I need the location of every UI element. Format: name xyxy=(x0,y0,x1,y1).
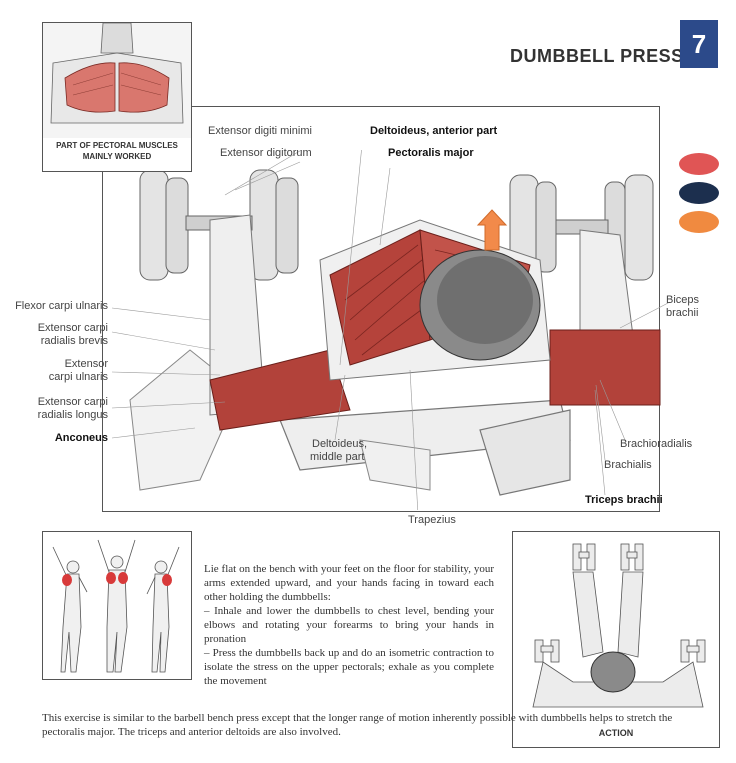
action-inset-frame: ACTION xyxy=(512,531,720,748)
label-extensor-carpi-radialis-longus-2: radialis longus xyxy=(37,409,108,421)
label-brachialis: Brachialis xyxy=(604,459,652,471)
label-anconeus: Anconeus xyxy=(54,432,108,444)
description-step-1: – Inhale and lower the dumbbells to ches… xyxy=(204,605,494,645)
legend-navy-dot xyxy=(679,182,719,204)
three-figures-diagram xyxy=(52,539,180,673)
label-deltoideus-middle-2: middle part xyxy=(310,451,365,463)
label-flexor-carpi-ulnaris: Flexor carpi ulnaris xyxy=(15,300,108,312)
label-deltoideus-middle-1: Deltoideus, xyxy=(312,438,368,450)
legend-orange-dot xyxy=(679,211,719,233)
exercise-description: Lie flat on the bench with your feet on … xyxy=(204,562,494,688)
label-trapezius: Trapezius xyxy=(408,514,456,526)
inset-caption-2: MAINLY WORKED xyxy=(82,152,152,161)
label-deltoideus-anterior: Deltoideus, anterior part xyxy=(370,125,498,137)
page-title: DUMBBELL PRESS xyxy=(510,46,684,66)
label-brachioradialis: Brachioradialis xyxy=(620,438,693,450)
label-extensor-carpi-ulnaris-1: Extensor xyxy=(64,358,108,370)
label-extensor-carpi-radialis-brevis-2: radialis brevis xyxy=(40,335,108,347)
pectoral-muscles-diagram xyxy=(43,22,191,138)
inset-caption-1: PART OF PECTORAL MUSCLES xyxy=(56,141,178,150)
figures-inset-frame xyxy=(42,531,192,680)
description-setup: Lie flat on the bench with your feet on … xyxy=(204,563,494,603)
label-pectoralis-major: Pectoralis major xyxy=(388,147,474,159)
exercise-footer-note: This exercise is similar to the barbell … xyxy=(42,712,673,738)
label-extensor-carpi-radialis-brevis-1: Extensor carpi xyxy=(37,322,108,334)
label-extensor-digiti-minimi: Extensor digiti minimi xyxy=(208,125,312,137)
label-biceps-2: brachii xyxy=(666,307,699,319)
label-biceps-1: Biceps xyxy=(666,294,700,306)
action-caption: ACTION xyxy=(598,728,634,738)
pectoral-inset-frame: PART OF PECTORAL MUSCLES MAINLY WORKED xyxy=(42,22,192,172)
description-step-2: – Press the dumbbells back up and do an … xyxy=(204,647,494,687)
bench-press-illustration xyxy=(111,150,671,510)
label-extensor-digitorum: Extensor digitorum xyxy=(220,147,312,159)
label-extensor-carpi-radialis-longus-1: Extensor carpi xyxy=(37,396,108,408)
exercise-number: 7 xyxy=(680,20,718,68)
label-triceps-brachii: Triceps brachii xyxy=(585,494,663,506)
legend-red-dot xyxy=(679,153,719,175)
label-extensor-carpi-ulnaris-2: carpi ulnaris xyxy=(48,371,108,383)
action-diagram xyxy=(532,543,706,708)
